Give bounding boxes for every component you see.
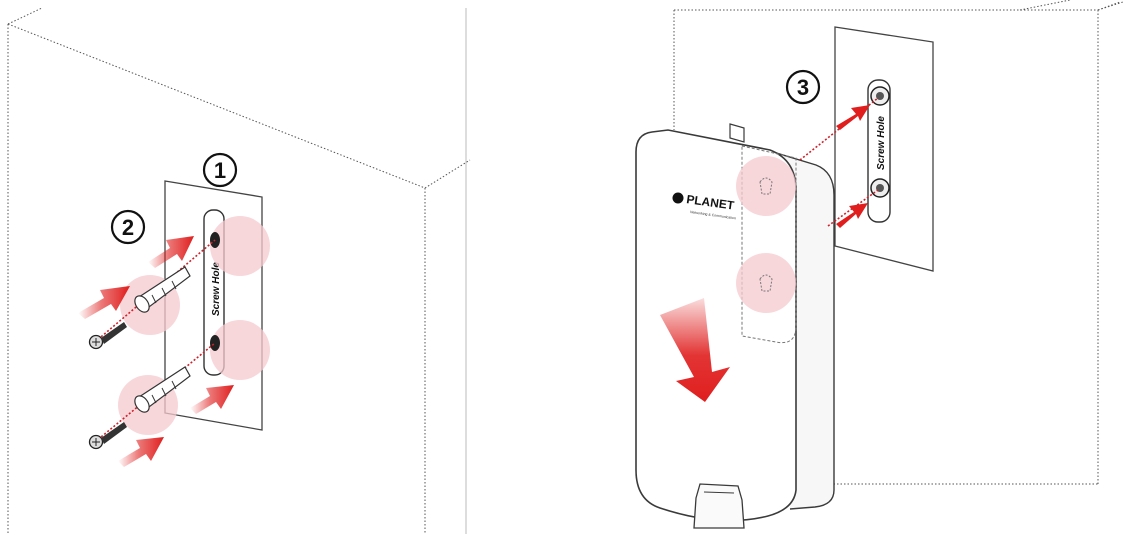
left-panel: Screw Hole — [8, 8, 470, 534]
highlight-circle — [736, 253, 796, 313]
device-cable-door — [694, 484, 744, 528]
svg-text:1: 1 — [214, 158, 226, 183]
screw-icon — [871, 179, 889, 197]
svg-text:3: 3 — [797, 75, 809, 100]
screw-icon — [90, 322, 128, 349]
svg-text:2: 2 — [122, 215, 134, 240]
step-2-badge: 2 — [112, 211, 144, 243]
step-1-badge: 1 — [204, 154, 236, 186]
screw-icon — [90, 422, 128, 449]
device-top-notch — [730, 124, 744, 142]
highlight-circle — [736, 156, 796, 216]
highlight-circle — [210, 216, 270, 276]
red-arrow-icon — [118, 437, 164, 467]
screw-hole-label-left: Screw Hole — [211, 262, 222, 316]
right-panel: Screw Hole — [636, 0, 1123, 528]
screw-hole-label-right: Screw Hole — [876, 116, 887, 170]
highlight-circle — [210, 320, 270, 380]
step-3-badge: 3 — [787, 71, 819, 103]
wall-hole-bottom — [210, 335, 220, 351]
